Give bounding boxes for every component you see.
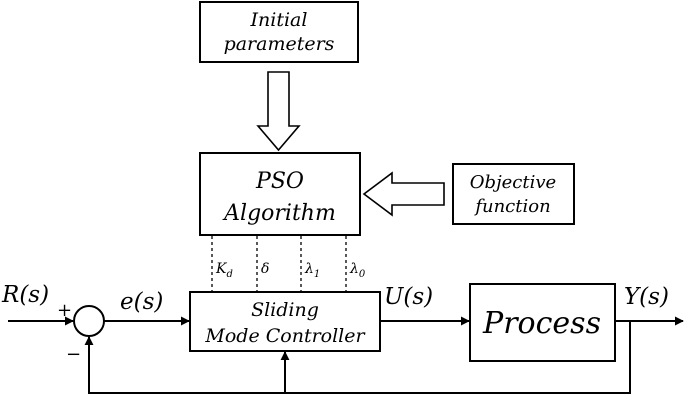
feedback-path: [84, 321, 631, 394]
param-delta-label: δ: [261, 261, 269, 277]
pso-label-line2: Algorithm: [222, 201, 336, 226]
hollow-arrow-left: [362, 171, 445, 217]
process-block: Process: [469, 283, 616, 362]
process-label: Process: [482, 306, 601, 341]
parameter-lines: [211, 236, 347, 291]
initial-parameters-label-line2: parameters: [224, 33, 335, 55]
pso-label-line1: PSO: [255, 169, 304, 194]
hollow-arrow-down: [256, 71, 301, 152]
objective-function-block: Objective function: [452, 163, 575, 225]
summing-junction: [73, 305, 105, 337]
output-signal-label: Y(s): [624, 284, 669, 310]
smc-label-line2: Mode Controller: [204, 325, 366, 347]
param-lambda1-label: λ1: [304, 261, 320, 280]
plus-sign: +: [57, 300, 72, 321]
objective-label-line2: function: [473, 196, 550, 217]
objective-label-line1: Objective: [470, 172, 556, 193]
initial-parameters-label-line1: Initial: [250, 9, 308, 31]
param-kd-label: Kd: [215, 261, 233, 280]
initial-parameters-block: Initial parameters: [199, 1, 359, 63]
reference-signal-label: R(s): [1, 282, 49, 308]
error-signal-label: e(s): [120, 289, 163, 315]
sliding-mode-controller-block: Sliding Mode Controller: [189, 291, 381, 352]
minus-sign: −: [66, 344, 81, 365]
control-signal-label: U(s): [384, 284, 433, 310]
pso-algorithm-block: PSO Algorithm: [199, 152, 361, 236]
smc-label-line1: Sliding: [251, 299, 319, 321]
param-lambda0-label: λ0: [349, 261, 366, 280]
